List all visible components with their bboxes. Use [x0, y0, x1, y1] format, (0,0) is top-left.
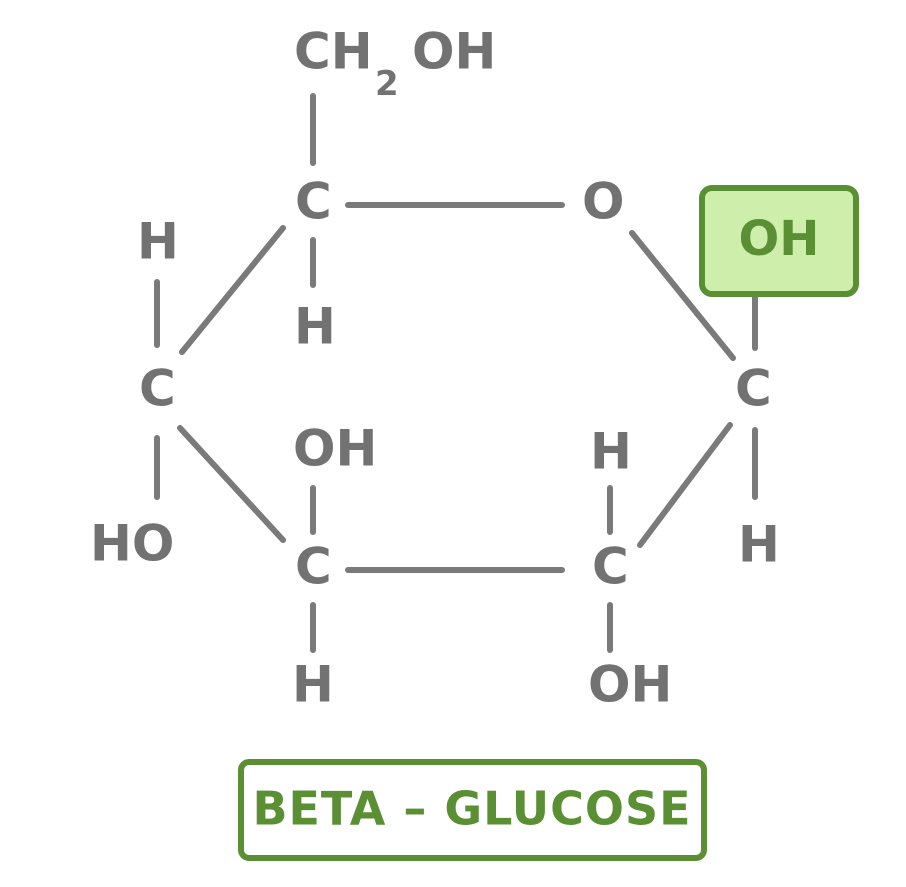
highlighted-anomeric-oh: OH: [699, 185, 859, 297]
caption: BETA – GLUCOSE: [238, 759, 707, 861]
atom-c2-oh: OH: [588, 656, 672, 714]
atom-ring-oxygen: O: [582, 173, 625, 231]
bond-c5-c4: [179, 225, 286, 355]
atom-c2: C: [592, 538, 629, 596]
caption-box: [238, 759, 707, 861]
atom-c2-h: H: [590, 423, 632, 481]
ch2-subscript: 2: [375, 64, 399, 104]
bond-c4-c3: [177, 425, 286, 543]
highlight-oh-label: OH: [739, 211, 820, 267]
caption-title: BETA – GLUCOSE: [252, 782, 691, 836]
atom-c4-ho: HO: [90, 515, 174, 573]
atom-c1: C: [735, 360, 772, 418]
atom-c3-h: H: [292, 656, 334, 714]
atom-c1-h: H: [738, 516, 780, 574]
bond-o-c1: [629, 230, 736, 361]
atoms: CH 2 OH C O H H C HO OH C H H C OH C H: [90, 23, 780, 714]
atom-c4-h: H: [137, 213, 179, 271]
atom-c5: C: [295, 173, 332, 231]
atom-c3-oh: OH: [293, 420, 377, 478]
bonds: [154, 93, 758, 653]
ch2oh-oh-label: OH: [412, 23, 496, 81]
ch2-label: CH: [294, 23, 373, 81]
bond-c2-c1: [637, 422, 733, 548]
atom-c4: C: [139, 360, 176, 418]
atom-c3: C: [295, 538, 332, 596]
atom-c5-h: H: [294, 298, 336, 356]
highlight-box: [699, 185, 859, 297]
